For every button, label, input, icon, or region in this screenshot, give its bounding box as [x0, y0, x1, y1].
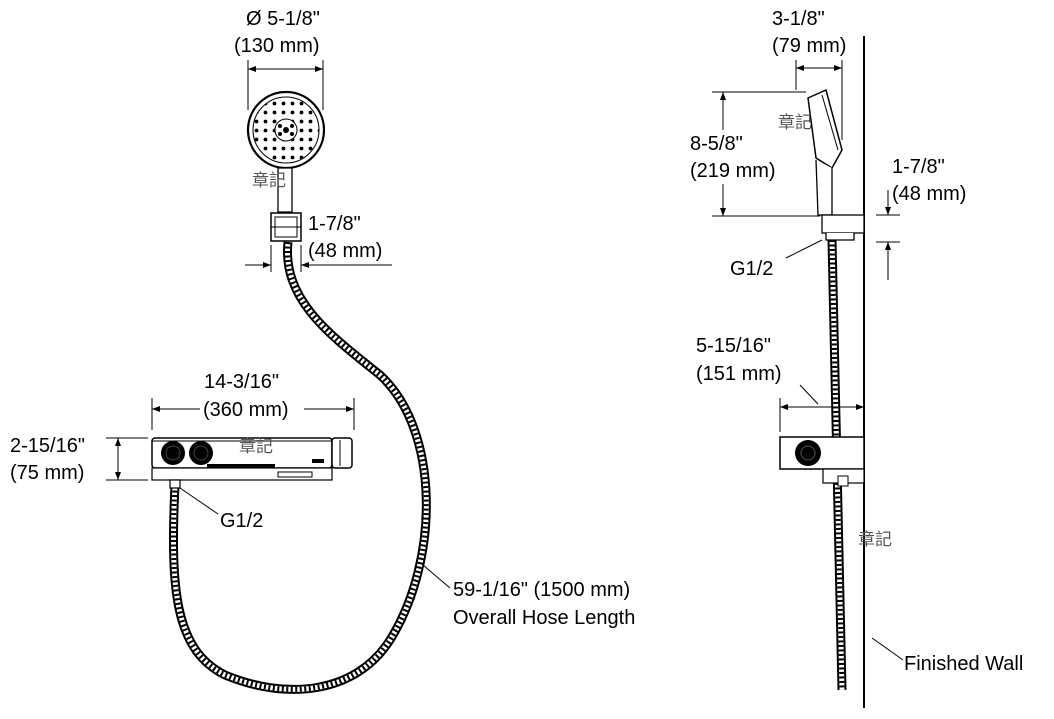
hand-shower-head [246, 90, 326, 213]
shower-unit-side [779, 436, 865, 487]
unit-width-imperial: 14-3/16" [204, 371, 279, 393]
dim-holder-width: 1-7/8" (48 mm) [245, 213, 392, 272]
head-height-metric: (219 mm) [690, 160, 776, 182]
callout-inlet-thread: G1/2 [179, 487, 263, 532]
finished-wall-label: Finished Wall [904, 653, 1023, 675]
unit-height-metric: (75 mm) [10, 462, 84, 484]
head-height-imperial: 8-5/8" [690, 133, 743, 155]
head-diameter-metric: (130 mm) [234, 35, 320, 57]
unit-depth-metric: (151 mm) [696, 363, 782, 385]
dim-unit-width: 14-3/16" (360 mm) [151, 371, 355, 430]
hose-holder [270, 212, 302, 242]
unit-height-imperial: 2-15/16" [10, 435, 85, 457]
front-view: Ø 5-1/8" (130 mm) 1-7/8" (48 mm) 14-3/16… [10, 8, 635, 694]
hose-length-label: Overall Hose Length [453, 607, 635, 629]
holder-depth-imperial: 1-7/8" [892, 156, 945, 178]
head-depth-imperial: 3-1/8" [772, 8, 825, 30]
head-diameter-imperial: Ø 5-1/8" [246, 8, 320, 30]
hand-shower-side [807, 88, 843, 216]
dim-head-height: 8-5/8" (219 mm) [690, 91, 820, 217]
dim-head-depth: 3-1/8" (79 mm) [772, 8, 846, 140]
callout-hose-length: 59-1/16" (1500 mm) Overall Hose Length [422, 564, 635, 629]
unit-depth-imperial: 5-15/16" [696, 335, 771, 357]
unit-width-metric: (360 mm) [203, 399, 289, 421]
holder-width-imperial: 1-7/8" [308, 213, 361, 235]
holder-width-metric: (48 mm) [308, 240, 382, 262]
outlet-thread-label: G1/2 [730, 258, 773, 280]
dim-head-diameter: Ø 5-1/8" (130 mm) [234, 8, 324, 110]
holder-depth-metric: (48 mm) [892, 183, 966, 205]
callout-finished-wall: Finished Wall [871, 637, 1023, 675]
side-view: 3-1/8" (79 mm) 8-5/8" (219 mm) 1-7/8" (4… [690, 8, 1023, 708]
watermark-4: 章記 [858, 530, 892, 550]
head-depth-metric: (79 mm) [772, 35, 846, 57]
dim-unit-depth: 5-15/16" (151 mm) [696, 335, 864, 432]
hose-holder-side [821, 214, 865, 241]
hose-length-value: 59-1/16" (1500 mm) [453, 579, 630, 601]
watermark-3: 章記 [778, 113, 812, 133]
watermark-2: 章記 [239, 437, 273, 457]
callout-outlet-thread: G1/2 [730, 239, 823, 280]
dim-holder-depth: 1-7/8" (48 mm) [876, 156, 966, 280]
shower-unit-front [151, 437, 353, 489]
dim-unit-height: 2-15/16" (75 mm) [10, 435, 148, 484]
watermark-1: 章記 [252, 171, 286, 191]
inlet-thread-label: G1/2 [220, 510, 263, 532]
